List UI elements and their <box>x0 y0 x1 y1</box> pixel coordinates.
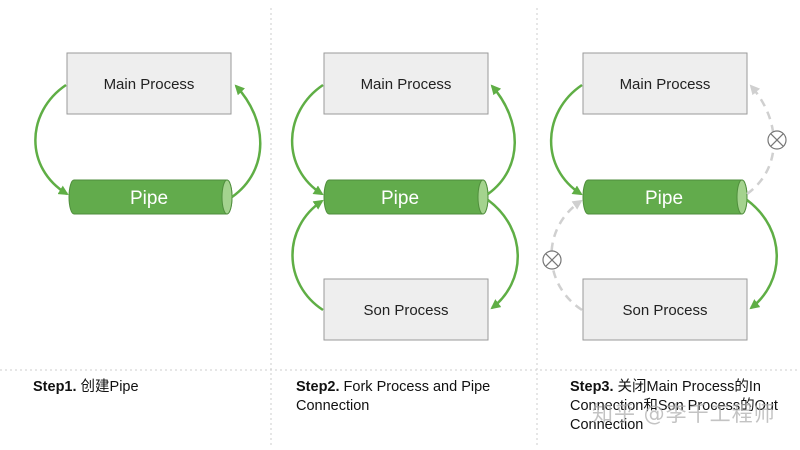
watermark: 知乎 @李千工程师 <box>592 402 776 426</box>
circle-cross-icon <box>767 130 787 150</box>
step3-arrow-pipe-to-son <box>746 199 778 310</box>
step3-son-process-label: Son Process <box>622 302 707 319</box>
step2-son-process-box <box>323 278 489 341</box>
step1-panel: Main Process Pipe <box>34 52 262 215</box>
step1-pipe: Pipe <box>68 179 233 215</box>
step1-pipe-label: Pipe <box>130 188 168 209</box>
step2-arrow-pipe-to-son <box>487 199 519 310</box>
step2-caption-text: Fork Process and Pipe Connection <box>296 379 491 414</box>
step3-pipe-end <box>736 179 748 215</box>
step2-main-process-box <box>323 52 489 115</box>
step3-panel: Main Process Pipe Son Process <box>542 52 787 341</box>
step1-arrow-main-to-pipe <box>34 83 69 196</box>
step2-arrow-main-to-pipe <box>290 83 324 196</box>
step1-caption-bold: Step1. <box>33 379 77 395</box>
step2-panel: Main Process Pipe Son Process <box>290 52 519 341</box>
step2-pipe-end <box>477 179 489 215</box>
step3-main-process-box <box>582 52 748 115</box>
step1-caption-text: 创建Pipe <box>76 379 139 395</box>
step1-main-process-box <box>66 52 232 115</box>
step3-pipe-label: Pipe <box>645 188 683 209</box>
step3-closed-arrow-son-to-pipe <box>550 199 583 312</box>
step2-pipe: Pipe <box>323 179 489 215</box>
step2-arrow-pipe-to-main <box>487 84 516 196</box>
step2-arrow-son-to-pipe <box>291 199 324 312</box>
step3-main-process-label: Main Process <box>620 76 711 93</box>
step2-son-process-label: Son Process <box>363 302 448 319</box>
step1-arrow-pipe-to-main <box>231 84 262 199</box>
step2-caption: Step2. Fork Process and Pipe Connection <box>296 378 526 416</box>
step3-caption-text: 关闭Main Process的In Connection和Son Process… <box>570 379 778 433</box>
step2-pipe-label: Pipe <box>381 188 419 209</box>
step1-pipe-end <box>221 179 233 215</box>
step3-arrow-main-to-pipe <box>549 83 583 196</box>
circle-cross-icon <box>542 250 562 270</box>
step2-caption-bold: Step2. <box>296 379 340 395</box>
step3-caption-bold: Step3. <box>570 379 614 395</box>
step1-main-process-label: Main Process <box>104 76 195 93</box>
step3-caption: Step3. 关闭Main Process的In Connection和Son … <box>570 378 790 435</box>
step2-main-process-label: Main Process <box>361 76 452 93</box>
step1-caption: Step1. 创建Pipe <box>33 378 263 397</box>
step3-pipe: Pipe <box>582 179 748 215</box>
step3-son-process-box <box>582 278 748 341</box>
